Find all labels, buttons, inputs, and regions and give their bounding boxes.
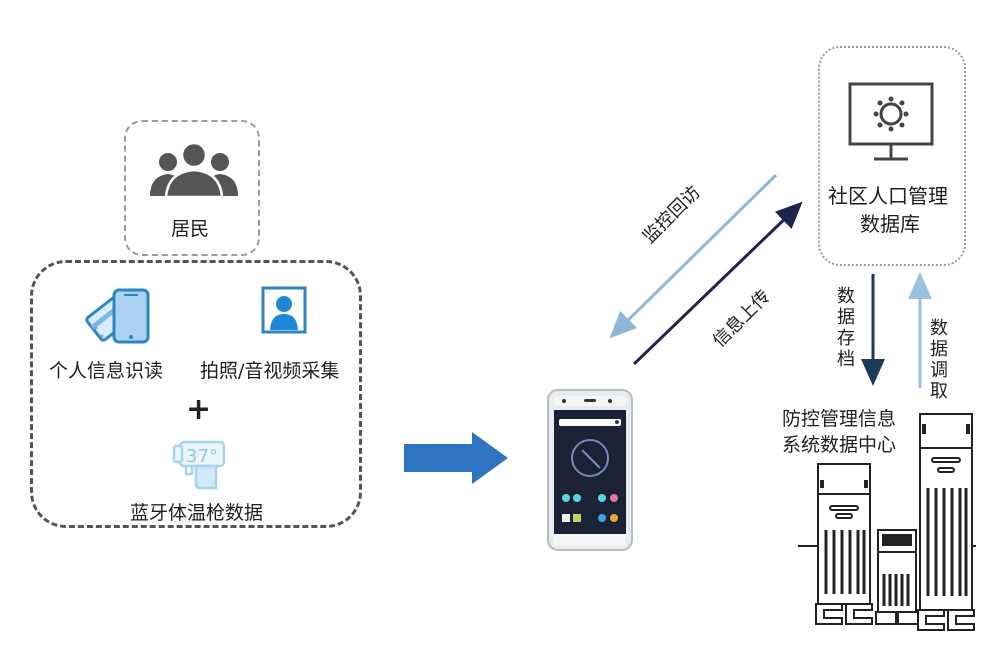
resident-label: 居民 xyxy=(171,218,210,240)
community-db-label-line1: 社区人口管理 xyxy=(828,184,948,208)
data-center-label-line2: 系统数据中心 xyxy=(782,434,897,456)
community-db-label-line2: 数据库 xyxy=(860,212,920,236)
thermometer-gun-icon: 37° xyxy=(172,440,226,490)
photo-av-label: 拍照/音视频采集 xyxy=(200,360,340,382)
data-center-label-line1: 防控管理信息 xyxy=(782,408,897,430)
handheld-terminal-icon xyxy=(547,389,633,551)
plus-sign: + xyxy=(186,392,212,427)
data-retrieve-label: 数 据 调 取 xyxy=(930,318,948,402)
id-card-phone-icon xyxy=(85,288,150,344)
right-arrow xyxy=(404,432,508,484)
server-rack-icon xyxy=(798,413,976,631)
id-read-label: 个人信息识读 xyxy=(49,360,164,382)
resident-node xyxy=(124,120,260,256)
monitor-gear-icon xyxy=(848,82,934,161)
community-db-node xyxy=(818,46,966,266)
portrait-icon xyxy=(261,286,307,334)
data-archive-label: 数 据 存 档 xyxy=(837,286,855,370)
thermometer-label: 蓝牙体温枪数据 xyxy=(130,502,264,524)
thermometer-reading: 37° xyxy=(186,446,218,467)
people-icon xyxy=(150,141,238,199)
data-collection-group xyxy=(30,260,362,528)
